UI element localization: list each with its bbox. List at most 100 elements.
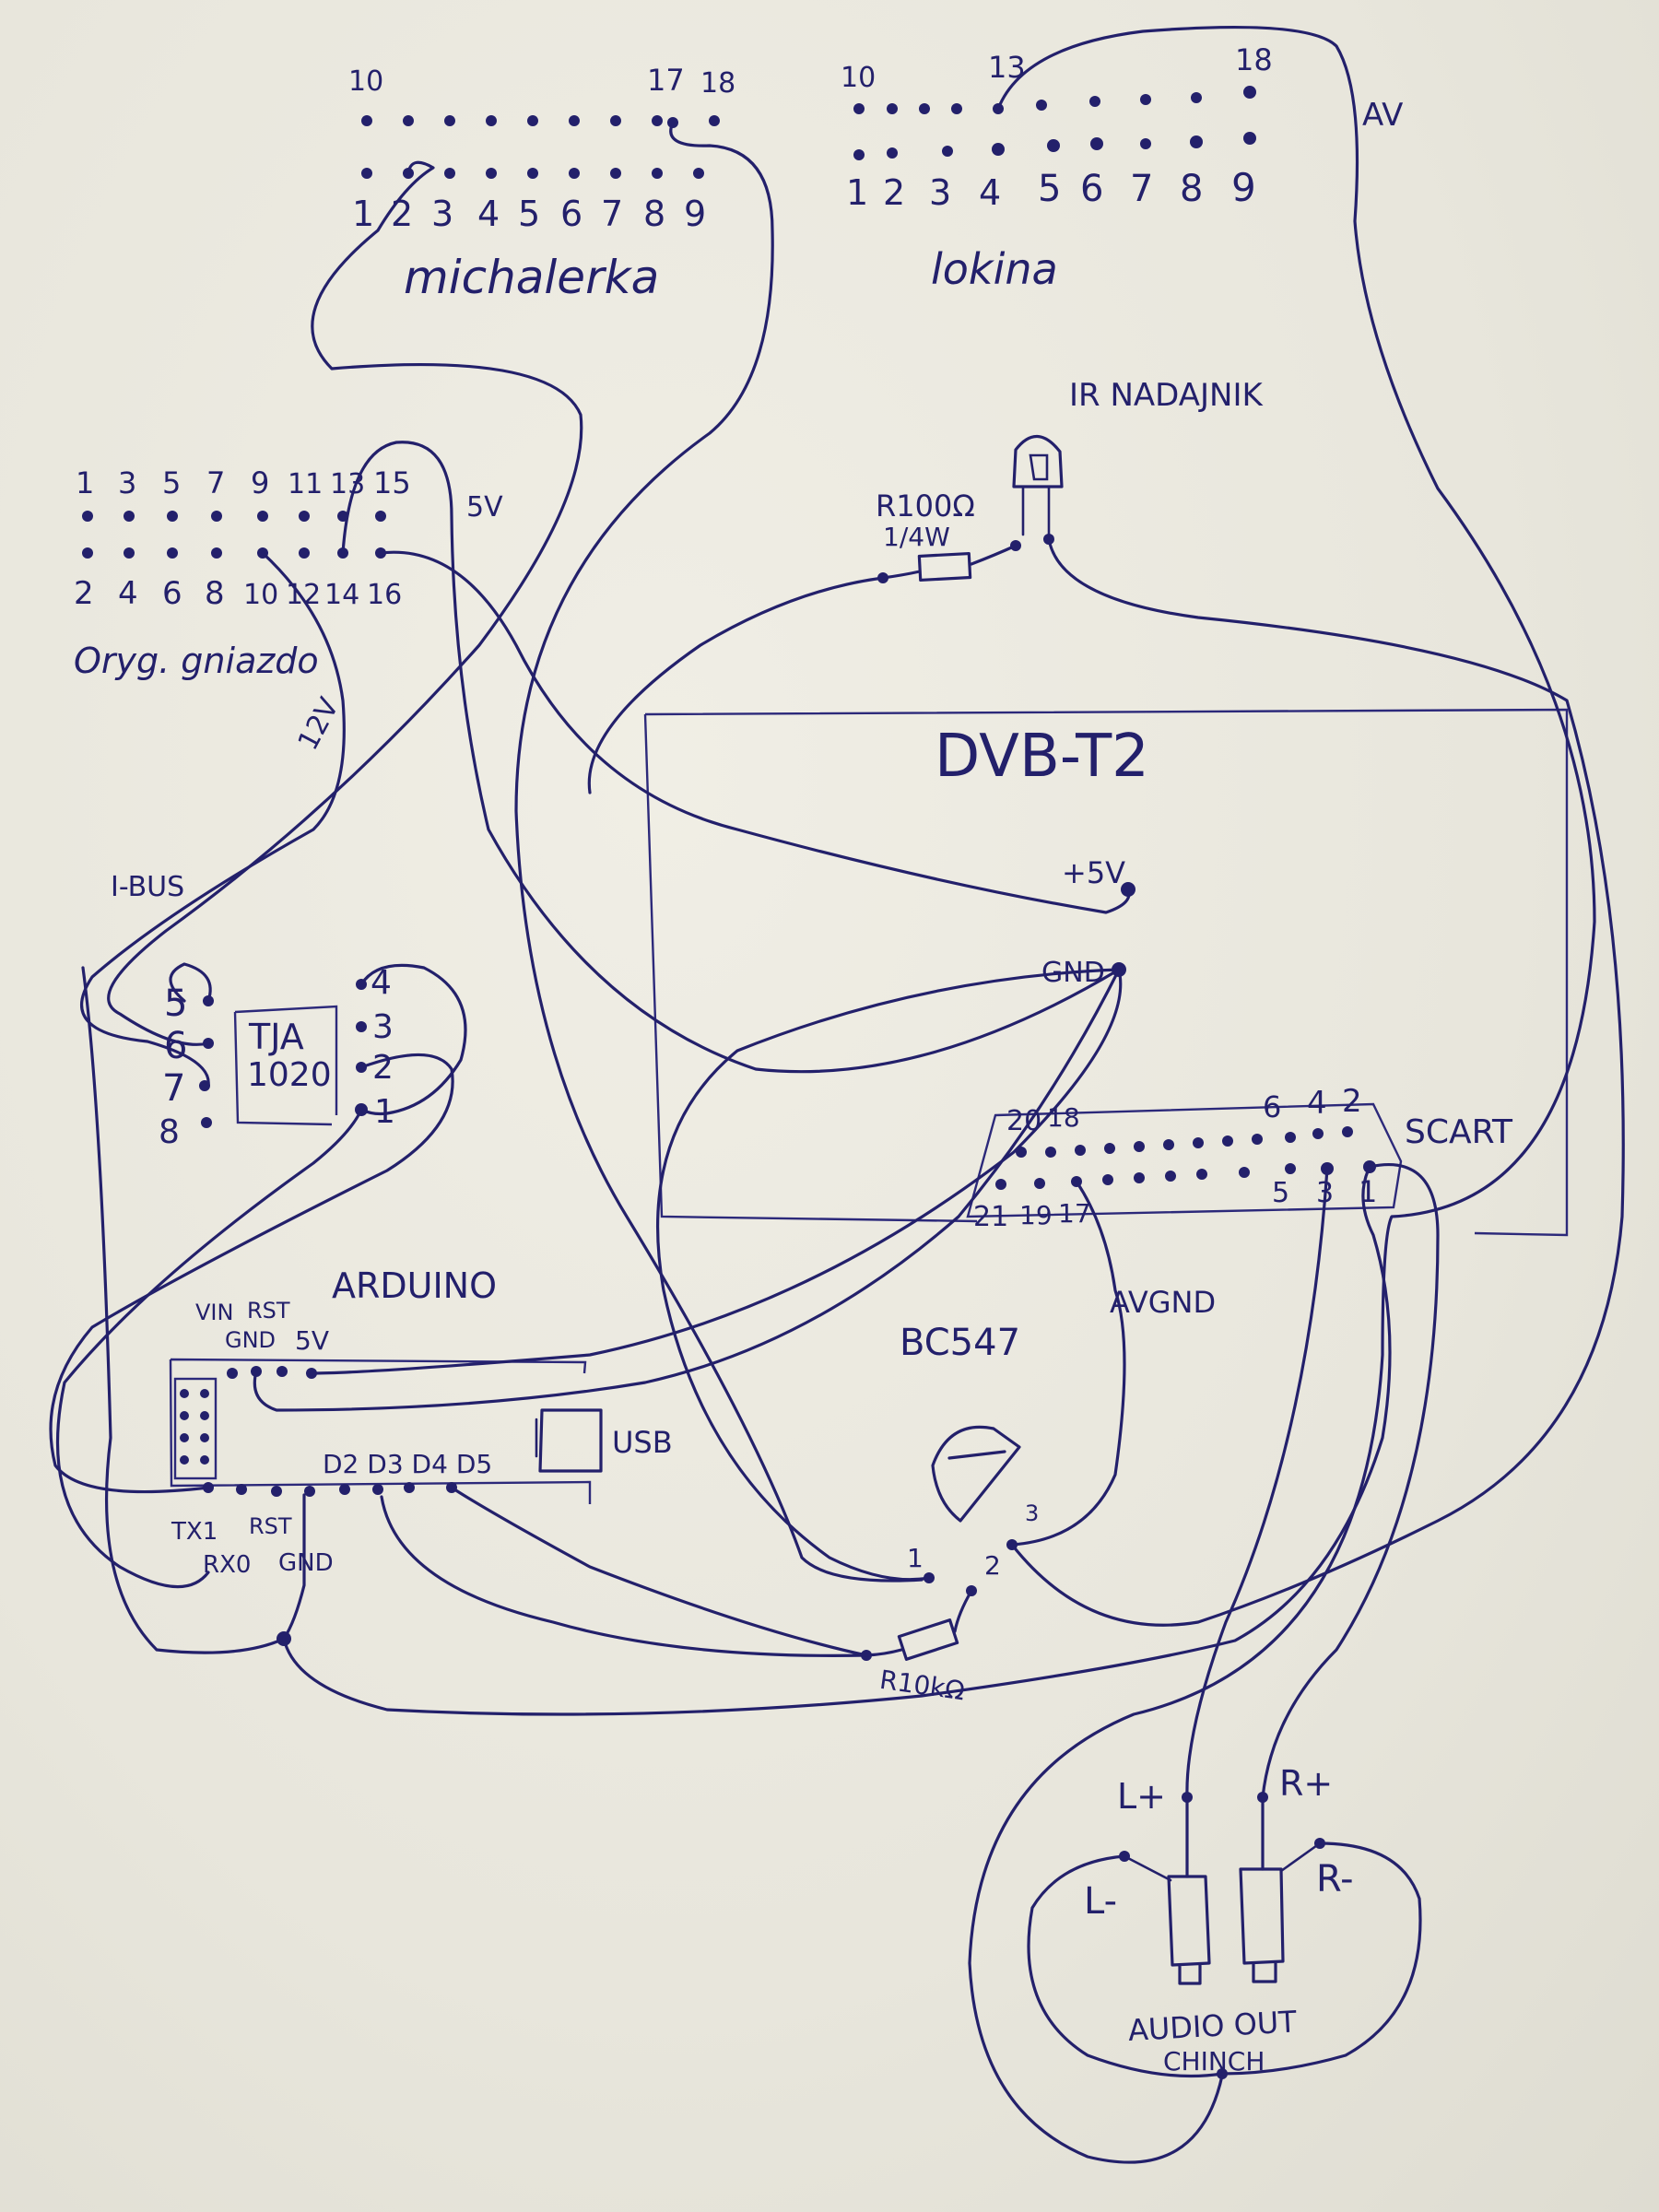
wire-arduino-gnd-top — [253, 968, 1121, 1412]
ir-led-window — [1029, 453, 1049, 481]
wire-l-minus — [1027, 1854, 1224, 2078]
audio-rplus: R+ — [1279, 1763, 1333, 1804]
connector-a-pin-17: 17 — [647, 63, 685, 98]
arduino-outline — [169, 1358, 592, 1504]
scart-label: SCART — [1405, 1113, 1513, 1151]
tja-pin-8: 8 — [159, 1113, 180, 1151]
arduino-label: ARDUINO — [332, 1265, 497, 1306]
ir-led-legs — [1021, 485, 1051, 541]
arduino-board: ARDUINO VIN RST GND 5V D2 D3 D4 D5 TX1 R… — [169, 1265, 673, 1579]
arduino-header-top — [227, 1366, 317, 1379]
orig-pin-14: 14 — [324, 579, 359, 611]
connector-b-pin-7: 7 — [1130, 168, 1153, 210]
scart-pin-6: 6 — [1263, 1089, 1281, 1124]
connector-b-pin-6: 6 — [1080, 168, 1103, 210]
wire-d5 — [450, 1486, 868, 1657]
orig-pin-2: 2 — [74, 575, 94, 612]
jack-left — [1167, 1875, 1211, 1985]
wire-bc547-pin1 — [655, 968, 1121, 1582]
audio-rminus: R- — [1316, 1858, 1354, 1900]
usb-port — [538, 1408, 603, 1473]
scart-pin-1: 1 — [1359, 1174, 1377, 1209]
tja-pin-7: 7 — [162, 1067, 185, 1110]
scart-pins — [995, 1126, 1376, 1190]
orig-pin-15: 15 — [373, 465, 411, 500]
tja1020-outline — [233, 1005, 338, 1126]
scart-pin-19: 19 — [1019, 1200, 1053, 1230]
wire-5v-arduino — [310, 441, 1123, 1375]
ir-transmitter: IR NADAJNIK R100Ω 1/4W — [876, 377, 1264, 583]
bc547-body — [931, 1425, 1021, 1523]
orig-pin-1: 1 — [76, 465, 94, 500]
arduino-gnd-top: GND — [225, 1327, 276, 1353]
arduino-gnd-bottom: GND — [278, 1549, 334, 1577]
connector-a-pin-4: 4 — [477, 194, 500, 234]
dvb-board-outline — [643, 708, 1569, 1237]
tja-pin-6: 6 — [164, 1025, 187, 1067]
orig-pin-11: 11 — [288, 468, 323, 500]
wire-tja2-tx — [49, 1053, 454, 1494]
wire-bc547-base — [953, 1589, 973, 1633]
connector-a-pin-1: 1 — [352, 194, 374, 234]
tja-pin-2: 2 — [372, 1049, 394, 1087]
connector-b-title: lokina — [931, 244, 1058, 294]
wire-a3 — [107, 160, 583, 1046]
connector-b-pin-5: 5 — [1038, 168, 1061, 210]
bc547-label: BC547 — [900, 1322, 1020, 1364]
tja-pin-1: 1 — [374, 1093, 395, 1131]
label-ibus: I-BUS — [111, 871, 184, 903]
audio-lplus: L+ — [1117, 1776, 1166, 1817]
wire-tja5 — [169, 962, 212, 1003]
connector-a-pin-3: 3 — [431, 194, 453, 234]
orig-socket-title: Oryg. gniazdo — [74, 641, 319, 681]
arduino-rst-top: RST — [247, 1298, 290, 1324]
wire-gnd-bus — [282, 1165, 1392, 1716]
dvb-board: DVB-T2 +5V GND — [643, 708, 1569, 1237]
original-socket-pins — [82, 511, 386, 559]
arduino-tx: TX1 — [171, 1518, 218, 1546]
audio-out: L+ R+ L- R- AUDIO OUT CHINCH — [1084, 1763, 1354, 2079]
bc547-pin-1: 1 — [907, 1543, 924, 1573]
connector-b-pins — [853, 86, 1256, 160]
connector-a-pin-10: 10 — [348, 65, 383, 98]
arduino-rx: RX0 — [203, 1551, 251, 1579]
wire-ir-feed — [587, 570, 922, 794]
bc547-transistor: BC547 1 2 3 R10kΩ — [861, 1322, 1039, 1706]
wire-5v-board — [379, 550, 1131, 914]
orig-pin-8: 8 — [205, 575, 225, 612]
connector-b-pin-3: 3 — [929, 172, 951, 213]
scart-pin-2: 2 — [1342, 1083, 1362, 1120]
connector-a-pins — [361, 115, 720, 179]
label-5v: 5V — [466, 491, 503, 524]
wire-a17 — [514, 121, 924, 1583]
connector-a-pin-18: 18 — [700, 67, 735, 100]
audio-out-title: AUDIO OUT — [1127, 2004, 1298, 2048]
connector-a-pin-6: 6 — [560, 194, 582, 234]
connector-a-pin-7: 7 — [601, 194, 623, 234]
connector-a-pin-2: 2 — [391, 194, 413, 234]
connector-a-title: michalerka — [404, 251, 659, 304]
scart-pin-18: 18 — [1047, 1102, 1080, 1133]
wire-scart-l — [1185, 1167, 1329, 1878]
connector-b-pin-8: 8 — [1180, 168, 1203, 210]
wire-scart-r — [1261, 1162, 1440, 1871]
scart-pin-4: 4 — [1307, 1085, 1327, 1122]
tja1020-chip: TJA 1020 5 6 7 8 4 3 2 1 — [159, 964, 395, 1151]
wire-r10k-d3 — [380, 1495, 903, 1657]
av-label: AV — [1362, 97, 1403, 134]
orig-pin-16: 16 — [367, 579, 402, 611]
avgnd-label: AVGND — [1110, 1285, 1216, 1320]
label-12v: 12V — [292, 692, 347, 756]
wire-r-minus — [1220, 1841, 1422, 2076]
resistor-r100-power: 1/4W — [883, 522, 950, 552]
connector-b-pin-9: 9 — [1231, 165, 1256, 210]
orig-pin-3: 3 — [118, 465, 136, 500]
tja-pin-4: 4 — [371, 964, 392, 1002]
wire-tja1-rx — [55, 1108, 363, 1589]
connector-b-pin-13: 13 — [988, 50, 1026, 85]
original-socket: 1 3 5 7 9 11 13 15 2 4 6 8 10 12 14 16 O… — [74, 465, 411, 681]
orig-pin-5: 5 — [162, 465, 181, 500]
wires — [49, 25, 1625, 2164]
